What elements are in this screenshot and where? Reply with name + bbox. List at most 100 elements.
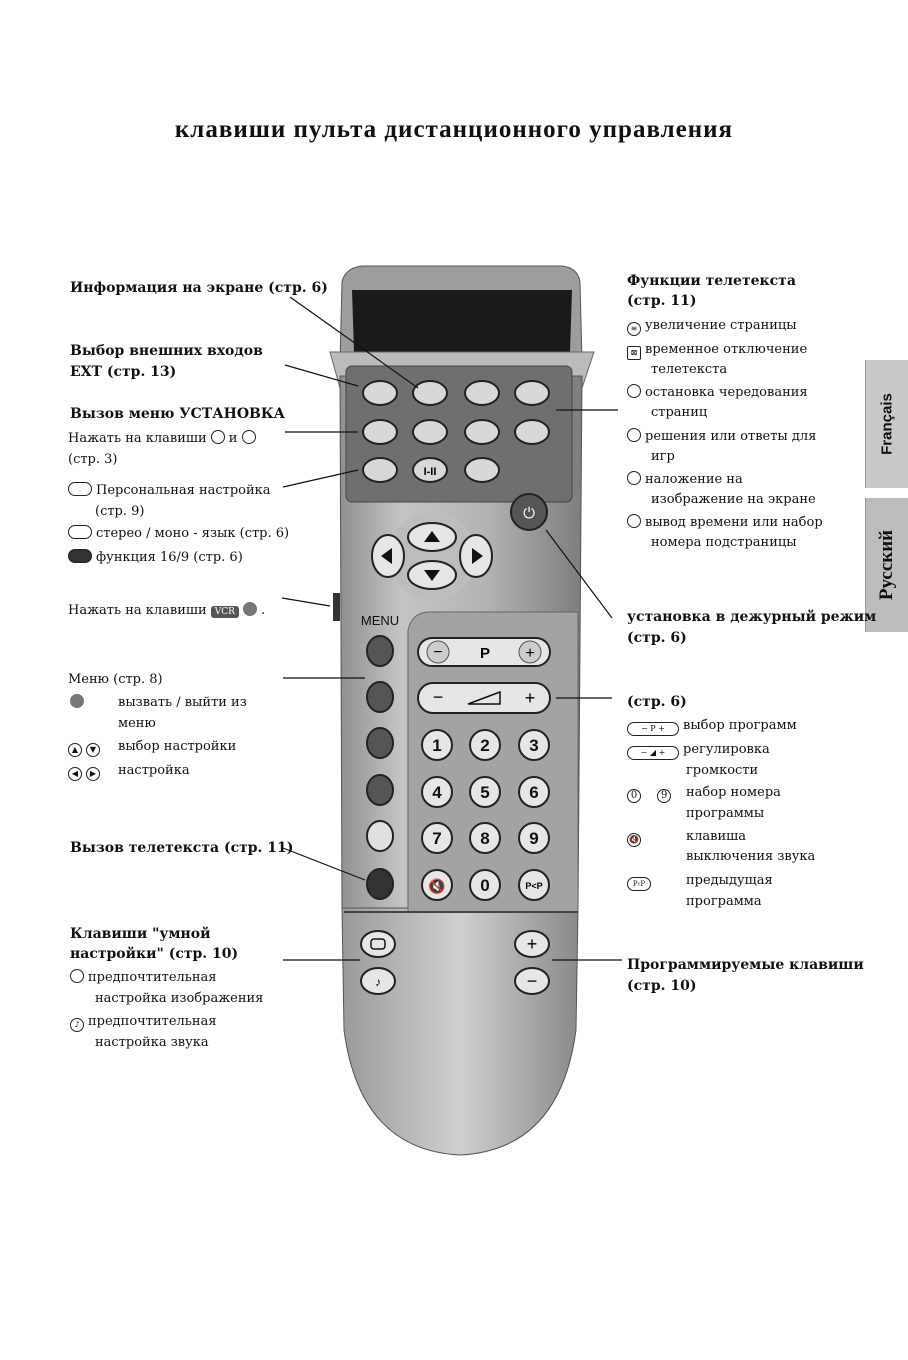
teletext-functions-heading-1: Функции телетекста bbox=[627, 273, 796, 289]
tt-time-line: вывод времени или набор bbox=[627, 512, 823, 533]
tt-time-text-1: вывод времени или набор bbox=[645, 515, 823, 530]
menu-adjust-text: настройка bbox=[118, 763, 190, 778]
time-icon bbox=[627, 514, 641, 528]
grey-key-icon bbox=[70, 694, 84, 708]
menu-label: MENU bbox=[361, 613, 399, 628]
setup-keys-line: Нажать на клавиши и bbox=[68, 428, 260, 449]
grey-key-icon bbox=[243, 602, 258, 616]
key-7: 7 bbox=[432, 829, 441, 848]
personal-setup-page: (стр. 9) bbox=[95, 504, 145, 519]
svg-text:+: + bbox=[527, 934, 538, 954]
ext-select-label-2: EXT (стр. 13) bbox=[70, 364, 177, 380]
tt-cancel-text-2: телетекста bbox=[651, 362, 728, 377]
setup-press-text: Нажать на клавиши bbox=[68, 431, 207, 446]
digit-9-icon: 9 bbox=[657, 789, 672, 803]
vcr-press-line: Нажать на клавиши VCR . bbox=[68, 602, 266, 618]
tt-mix-line: наложение на bbox=[627, 469, 743, 490]
tt-reveal-text-1: решения или ответы для bbox=[645, 429, 817, 444]
mute-text-1: клавиша bbox=[686, 829, 746, 844]
menu-call-text-2: меню bbox=[118, 716, 156, 731]
smart-image-text-2: настройка изображения bbox=[95, 991, 264, 1006]
hold-icon bbox=[627, 384, 641, 398]
picture-key-icon bbox=[70, 969, 84, 983]
i-ii-key-label: I-II bbox=[424, 466, 437, 478]
programmable-keys-label-2: (стр. 10) bbox=[627, 978, 697, 994]
standby-label-2: (стр. 6) bbox=[627, 630, 687, 646]
format-169-icon bbox=[68, 549, 92, 563]
standby-label-1: установка в дежурный режим bbox=[627, 609, 877, 625]
smart-sound-text-1: предпочтительная bbox=[88, 1014, 217, 1029]
pp-key-label: P<P bbox=[525, 881, 542, 891]
prev-text-2: программа bbox=[686, 894, 762, 909]
prog-select-line: − P + выбор программ bbox=[627, 715, 797, 736]
smart-sound-text-2: настройка звука bbox=[95, 1035, 209, 1050]
personal-setup-icon bbox=[68, 482, 92, 496]
cancel-icon: ⊠ bbox=[627, 346, 641, 360]
svg-text:−: − bbox=[433, 687, 444, 707]
left-arrow-icon: ◀ bbox=[68, 767, 82, 781]
number-text-2: программы bbox=[686, 806, 765, 821]
prog-select-text: выбор программ bbox=[683, 718, 797, 733]
previous-program-icon: P‹P bbox=[627, 877, 651, 891]
tt-hold-text-2: страниц bbox=[651, 405, 708, 420]
digit-0-icon: 0 bbox=[627, 789, 641, 803]
info-onscreen-label: Информация на экране (стр. 6) bbox=[70, 280, 328, 296]
setup-and-text: и bbox=[228, 431, 238, 446]
vcr-badge: VCR bbox=[210, 606, 239, 618]
smart-image-text-1: предпочтительная bbox=[88, 970, 217, 985]
tab-russian[interactable]: Русский bbox=[865, 498, 908, 632]
right-arrow-icon: ▶ bbox=[86, 767, 100, 781]
tt-hold-line: остановка чередования bbox=[627, 382, 808, 403]
smart-keys-heading-2: настройки" (стр. 10) bbox=[70, 946, 239, 962]
svg-text:⏻: ⏻ bbox=[523, 505, 535, 522]
menu-call-text-1: вызвать / выйти из bbox=[118, 695, 247, 710]
mute-icon-row: 🔇 bbox=[627, 826, 645, 847]
format169-text: функция 16/9 (стр. 6) bbox=[96, 550, 243, 565]
svg-text:🔇: 🔇 bbox=[428, 878, 445, 895]
svg-text:−: − bbox=[527, 971, 538, 991]
key-0: 0 bbox=[480, 876, 489, 895]
teletext-functions-heading-2: (стр. 11) bbox=[627, 293, 697, 309]
programmable-keys-label-1: Программируемые клавиши bbox=[627, 957, 864, 973]
p-minus-plus-icon: − P + bbox=[627, 722, 679, 736]
tt-mix-text-1: наложение на bbox=[645, 472, 743, 487]
menu-heading: Меню (стр. 8) bbox=[68, 672, 163, 687]
volume-text-1: регулировка bbox=[683, 742, 770, 757]
number-text-1: набор номера bbox=[686, 785, 781, 800]
key-4: 4 bbox=[432, 783, 442, 802]
stereo-text: стерео / моно - язык (стр. 6) bbox=[96, 526, 290, 541]
tt-hold-text-1: остановка чередования bbox=[645, 385, 808, 400]
key-1: 1 bbox=[432, 736, 441, 755]
mix-icon bbox=[627, 471, 641, 485]
menu-call-icon-row bbox=[70, 692, 88, 713]
key-3: 3 bbox=[529, 736, 538, 755]
volume-icon: − ◢ + bbox=[627, 746, 679, 760]
key-icon bbox=[241, 430, 256, 444]
tt-time-text-2: номера подстраницы bbox=[651, 535, 797, 550]
tt-enlarge-text: увеличение страницы bbox=[645, 318, 797, 333]
key-icon bbox=[210, 430, 225, 444]
menu-adjust-icons: ◀▶ bbox=[68, 760, 104, 781]
p-key-label: P bbox=[480, 645, 490, 662]
prev-text-1: предыдущая bbox=[686, 873, 773, 888]
personal-setup-text: Персональная настройка bbox=[96, 483, 271, 498]
svg-text:+: + bbox=[525, 688, 536, 708]
i-ii-icon bbox=[68, 525, 92, 539]
mute-icon: 🔇 bbox=[627, 833, 641, 847]
enlarge-icon: ≡ bbox=[627, 322, 641, 336]
tt-cancel-text-1: временное отключение bbox=[645, 342, 808, 357]
tt-cancel-line: ⊠ временное отключение bbox=[627, 339, 807, 360]
tt-reveal-line: решения или ответы для bbox=[627, 426, 816, 447]
vcr-press-text: Нажать на клавиши bbox=[68, 603, 207, 618]
svg-text:♪: ♪ bbox=[375, 975, 381, 989]
tab-francais[interactable]: Français bbox=[865, 360, 908, 488]
smart-image-line: предпочтительная bbox=[70, 967, 216, 988]
menu-select-icons: ▲▼ bbox=[68, 736, 104, 757]
note-key-icon: ♪ bbox=[70, 1018, 84, 1032]
format169-line: функция 16/9 (стр. 6) bbox=[68, 547, 243, 568]
down-arrow-icon: ▼ bbox=[86, 743, 100, 757]
tt-mix-text-2: изображение на экране bbox=[651, 492, 816, 507]
personal-setup-line: Персональная настройка bbox=[68, 480, 271, 501]
programs-page-ref: (стр. 6) bbox=[627, 694, 687, 710]
